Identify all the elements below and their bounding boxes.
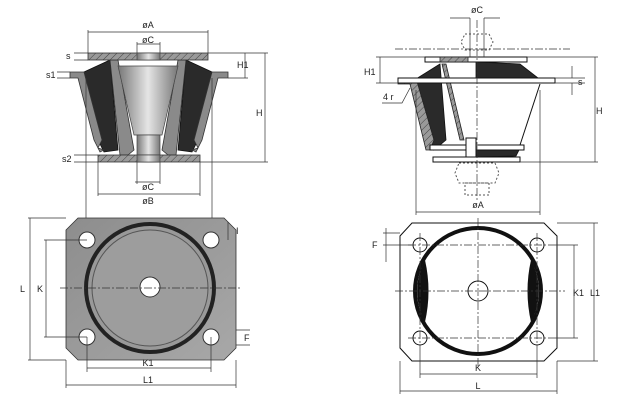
outer-housing-right [190,71,229,153]
label-dia-c-top: øC [142,35,154,45]
label-dia-c-bottom: øC [142,182,154,192]
label-k: K [475,363,481,373]
outer-housing-left [69,71,106,153]
housing-left [397,77,435,151]
right-section-view: øC H1 4 r s H øA [364,5,603,215]
label-h: H [596,106,603,116]
label-i: I [236,226,239,236]
label-dia-a: øA [142,20,154,30]
label-k: K [37,284,43,294]
bolt-top [460,33,494,51]
top-plate [424,56,528,63]
label-l1: L1 [143,375,153,385]
label-k1: K1 [142,358,153,368]
label-l1: L1 [590,288,600,298]
label-s: s [66,51,71,61]
label-radius: 4 r [383,92,394,102]
label-f: F [372,240,378,250]
label-l: L [20,284,25,294]
label-dia-a: øA [472,200,484,210]
label-k1: K1 [573,288,584,298]
label-l: L [475,381,480,391]
inner-cone [117,65,179,136]
left-section-view: øA øC s s1 H1 H s2 øC øB [46,20,268,218]
housing-right [519,83,541,146]
label-dia-c: øC [471,5,483,15]
label-s1: s1 [46,70,56,80]
label-h1: H1 [364,67,376,77]
flange [397,77,556,84]
bolt-bottom [454,162,500,196]
top-plate-hatch [439,56,469,63]
rubber-right-segment [527,260,539,322]
label-h1: H1 [237,60,249,70]
label-dia-b: øB [142,196,154,206]
top-bore [136,52,161,61]
mounting-hole [202,231,220,249]
bottom-plate [432,156,521,163]
center-hole [139,276,161,298]
label-h: H [256,108,263,118]
label-f: F [244,333,250,343]
left-plan-view: L K I F K1 L1 [20,217,250,388]
label-s: s [578,77,583,87]
right-plan-view: F K1 L1 K L [372,218,600,394]
bottom-sleeve [465,137,477,158]
bottom-plate-bore [136,154,161,163]
rubber-top-right [475,61,540,79]
label-s2: s2 [62,154,72,164]
